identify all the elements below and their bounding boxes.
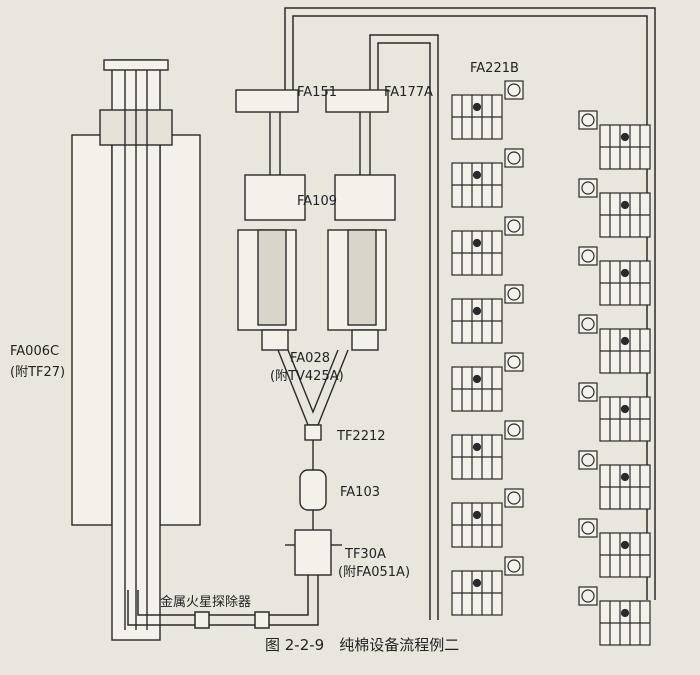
label-tf30a: TF30A — [344, 547, 386, 562]
condenser-circle — [504, 284, 524, 304]
splitter-tf2212 — [277, 349, 349, 441]
card-unit — [451, 434, 503, 480]
card-column-right — [578, 110, 651, 646]
card-unit — [451, 298, 503, 344]
label-fa006c-note: (附TF27) — [10, 365, 65, 380]
card-unit — [451, 94, 503, 140]
fa109-unit-right — [325, 89, 396, 351]
label-detector: 金属火星探除器 — [160, 594, 251, 610]
condenser-circle — [578, 178, 598, 198]
card-unit — [451, 162, 503, 208]
figure-caption: 图 2-2-9 纯棉设备流程例二 — [265, 636, 459, 654]
label-fa028-note: (附TV425A) — [270, 369, 344, 384]
condenser-circle — [504, 216, 524, 236]
fa103-tf30a-line — [285, 440, 342, 576]
label-fa151: FA151 — [297, 85, 337, 100]
card-unit — [599, 124, 651, 170]
label-fa177a: FA177A — [384, 85, 433, 100]
condenser-circle — [578, 382, 598, 402]
fa006c-machine — [71, 59, 201, 641]
card-column-left — [451, 80, 524, 616]
condenser-circle — [504, 352, 524, 372]
condenser-circle — [504, 148, 524, 168]
label-fa103: FA103 — [340, 485, 380, 500]
condenser-circle — [578, 586, 598, 606]
card-unit — [599, 396, 651, 442]
fa109-unit-left — [235, 89, 306, 351]
card-unit — [451, 366, 503, 412]
label-fa221b: FA221B — [470, 61, 519, 76]
card-unit — [599, 532, 651, 578]
card-unit — [599, 328, 651, 374]
label-tf30a-note: (附FA051A) — [338, 565, 410, 580]
condenser-circle — [578, 246, 598, 266]
condenser-circle — [504, 80, 524, 100]
label-fa028: FA028 — [290, 351, 330, 366]
condenser-circle — [578, 518, 598, 538]
card-unit — [451, 570, 503, 616]
card-unit — [599, 464, 651, 510]
conveyor-pipe — [127, 575, 319, 629]
label-tf2212: TF2212 — [336, 429, 386, 444]
condenser-circle — [504, 556, 524, 576]
card-unit — [599, 260, 651, 306]
label-fa006c: FA006C — [10, 344, 59, 359]
card-unit — [599, 600, 651, 646]
condenser-circle — [504, 488, 524, 508]
condenser-circle — [578, 450, 598, 470]
top-supply-pipe — [284, 7, 656, 620]
card-unit — [451, 502, 503, 548]
card-unit — [599, 192, 651, 238]
condenser-circle — [578, 110, 598, 130]
label-fa109: FA109 — [297, 194, 337, 209]
condenser-circle — [578, 314, 598, 334]
condenser-circle — [504, 420, 524, 440]
card-unit — [451, 230, 503, 276]
